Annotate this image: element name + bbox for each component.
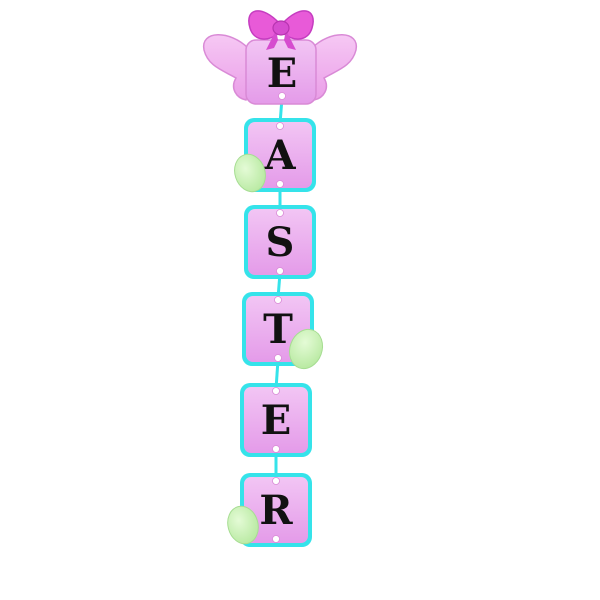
banner-topper [203, 34, 357, 105]
bow-icon [248, 10, 314, 50]
tile-letter: A [263, 132, 296, 179]
tile-face [248, 209, 312, 275]
tile-hole [274, 354, 282, 362]
tile-hole [272, 477, 280, 485]
easter-egg-icon [227, 505, 259, 545]
tile-hole [276, 267, 284, 275]
tile-hole [278, 92, 286, 100]
tile-face [244, 387, 308, 453]
tile-hole [272, 445, 280, 453]
tile-hole [274, 296, 282, 304]
tile-letter: R [259, 487, 293, 534]
tile-letter: E [261, 397, 292, 444]
tile-hole [272, 535, 280, 543]
easter-egg-icon [288, 328, 324, 370]
tile-hole [276, 180, 284, 188]
easter-egg-icon [234, 153, 266, 193]
tile-face [244, 477, 308, 543]
tile-letter: S [266, 219, 295, 266]
tile-hole [276, 122, 284, 130]
letter-tile: E [240, 383, 312, 457]
letter-tile: S [244, 205, 316, 279]
tile-letter: E [267, 50, 298, 97]
tile-hole [272, 387, 280, 395]
tile-hole [276, 209, 284, 217]
tile-letter: T [263, 306, 293, 353]
letter-tile: E [267, 50, 298, 100]
